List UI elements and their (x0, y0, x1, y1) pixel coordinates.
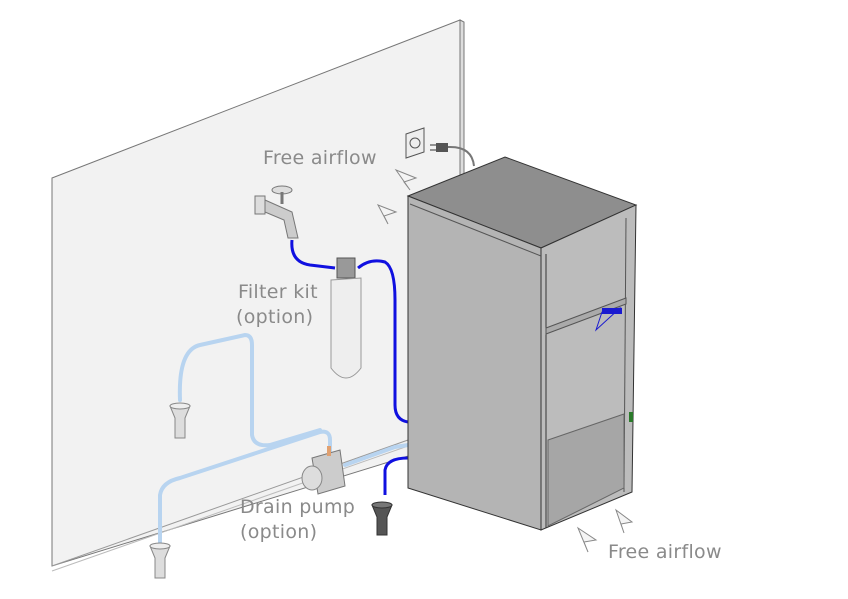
ventilation-grille (547, 413, 625, 527)
label-filter-kit: Filter kit (238, 281, 318, 303)
label-drain-pump-option: (option) (240, 521, 318, 543)
label-free-airflow-bottom: Free airflow (608, 541, 722, 563)
ice-machine (406, 156, 638, 531)
drain-pipes (158, 332, 410, 547)
label-free-airflow-top: Free airflow (263, 147, 377, 169)
water-filter-icon (330, 257, 362, 379)
water-pipes (290, 239, 409, 495)
label-filter-option: (option) (236, 306, 314, 328)
drain-funnel-icon (169, 402, 191, 439)
power-switch (629, 412, 633, 422)
power-socket-icon (405, 127, 425, 159)
power-plug-icon (430, 143, 475, 167)
water-tap-icon (254, 185, 299, 239)
drain-funnel-dark-icon (371, 501, 393, 536)
label-drain-pump: Drain pump (240, 496, 356, 518)
brand-logo (594, 307, 622, 332)
drain-pump-icon (301, 446, 346, 495)
airflow-arrow-icon (376, 168, 634, 553)
drain-funnel-icon (149, 542, 171, 579)
